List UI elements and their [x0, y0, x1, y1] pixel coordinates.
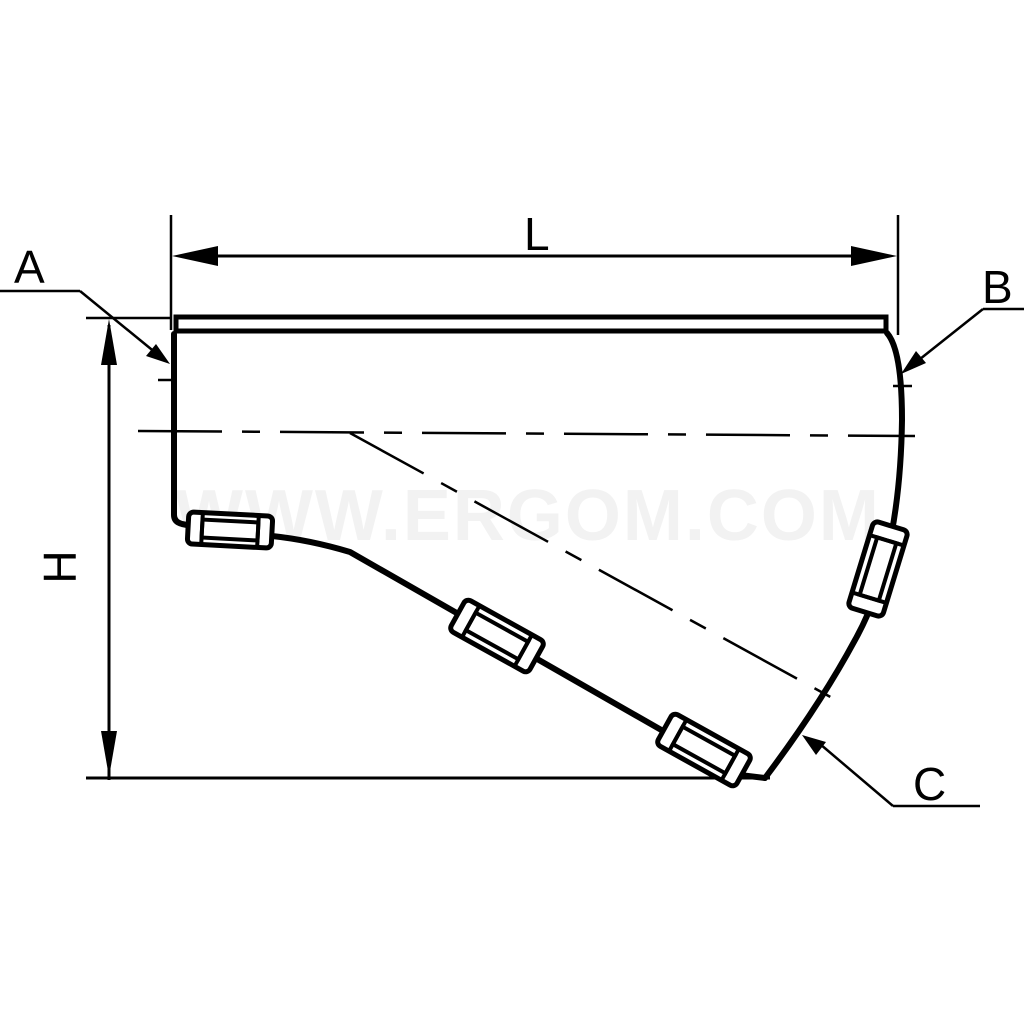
clamp-body [846, 519, 910, 619]
dimension-height: H [34, 316, 770, 780]
callout-c-arrow-icon [802, 735, 826, 755]
clamp-band [199, 512, 205, 545]
length-label: L [524, 208, 550, 260]
callout-a-label: A [14, 241, 45, 293]
bottom-contour [269, 533, 768, 781]
clamp-1 [184, 509, 276, 551]
arrow-down-icon [101, 731, 117, 777]
centerline-angled [349, 431, 846, 707]
arrow-left-icon [172, 246, 218, 266]
callout-a-leader [79, 290, 163, 359]
clamp-band [512, 633, 534, 668]
left-wall [171, 331, 195, 529]
watermark-text: WWW.ERGOM.COM [175, 476, 881, 556]
callout-c-leader [819, 743, 894, 807]
centerline-horizontal [137, 429, 916, 438]
dimension-length: L [169, 208, 900, 335]
callout-c-label: C [913, 758, 946, 810]
clamp-4 [846, 519, 910, 619]
callout-b-leader [909, 308, 984, 368]
clamp-3 [655, 711, 753, 789]
clamp-band [255, 515, 261, 548]
center-lines [137, 429, 916, 707]
callout-b-arrow-icon [901, 351, 926, 374]
clamp-band [460, 604, 482, 639]
height-label: H [34, 550, 86, 583]
callout-c: C [802, 735, 980, 810]
callout-b-label: B [982, 261, 1013, 313]
clamp-band [868, 533, 905, 548]
top-flange [173, 314, 889, 334]
clamp-band [851, 590, 888, 605]
clamp-band [719, 747, 741, 782]
clamp-band [667, 718, 689, 753]
callout-b: B [901, 261, 1024, 374]
callout-a: A [0, 241, 170, 364]
arrow-right-icon [851, 246, 897, 266]
arrow-up-icon [101, 319, 117, 365]
clamp-2 [448, 597, 546, 675]
callout-a-arrow-icon [146, 344, 170, 364]
